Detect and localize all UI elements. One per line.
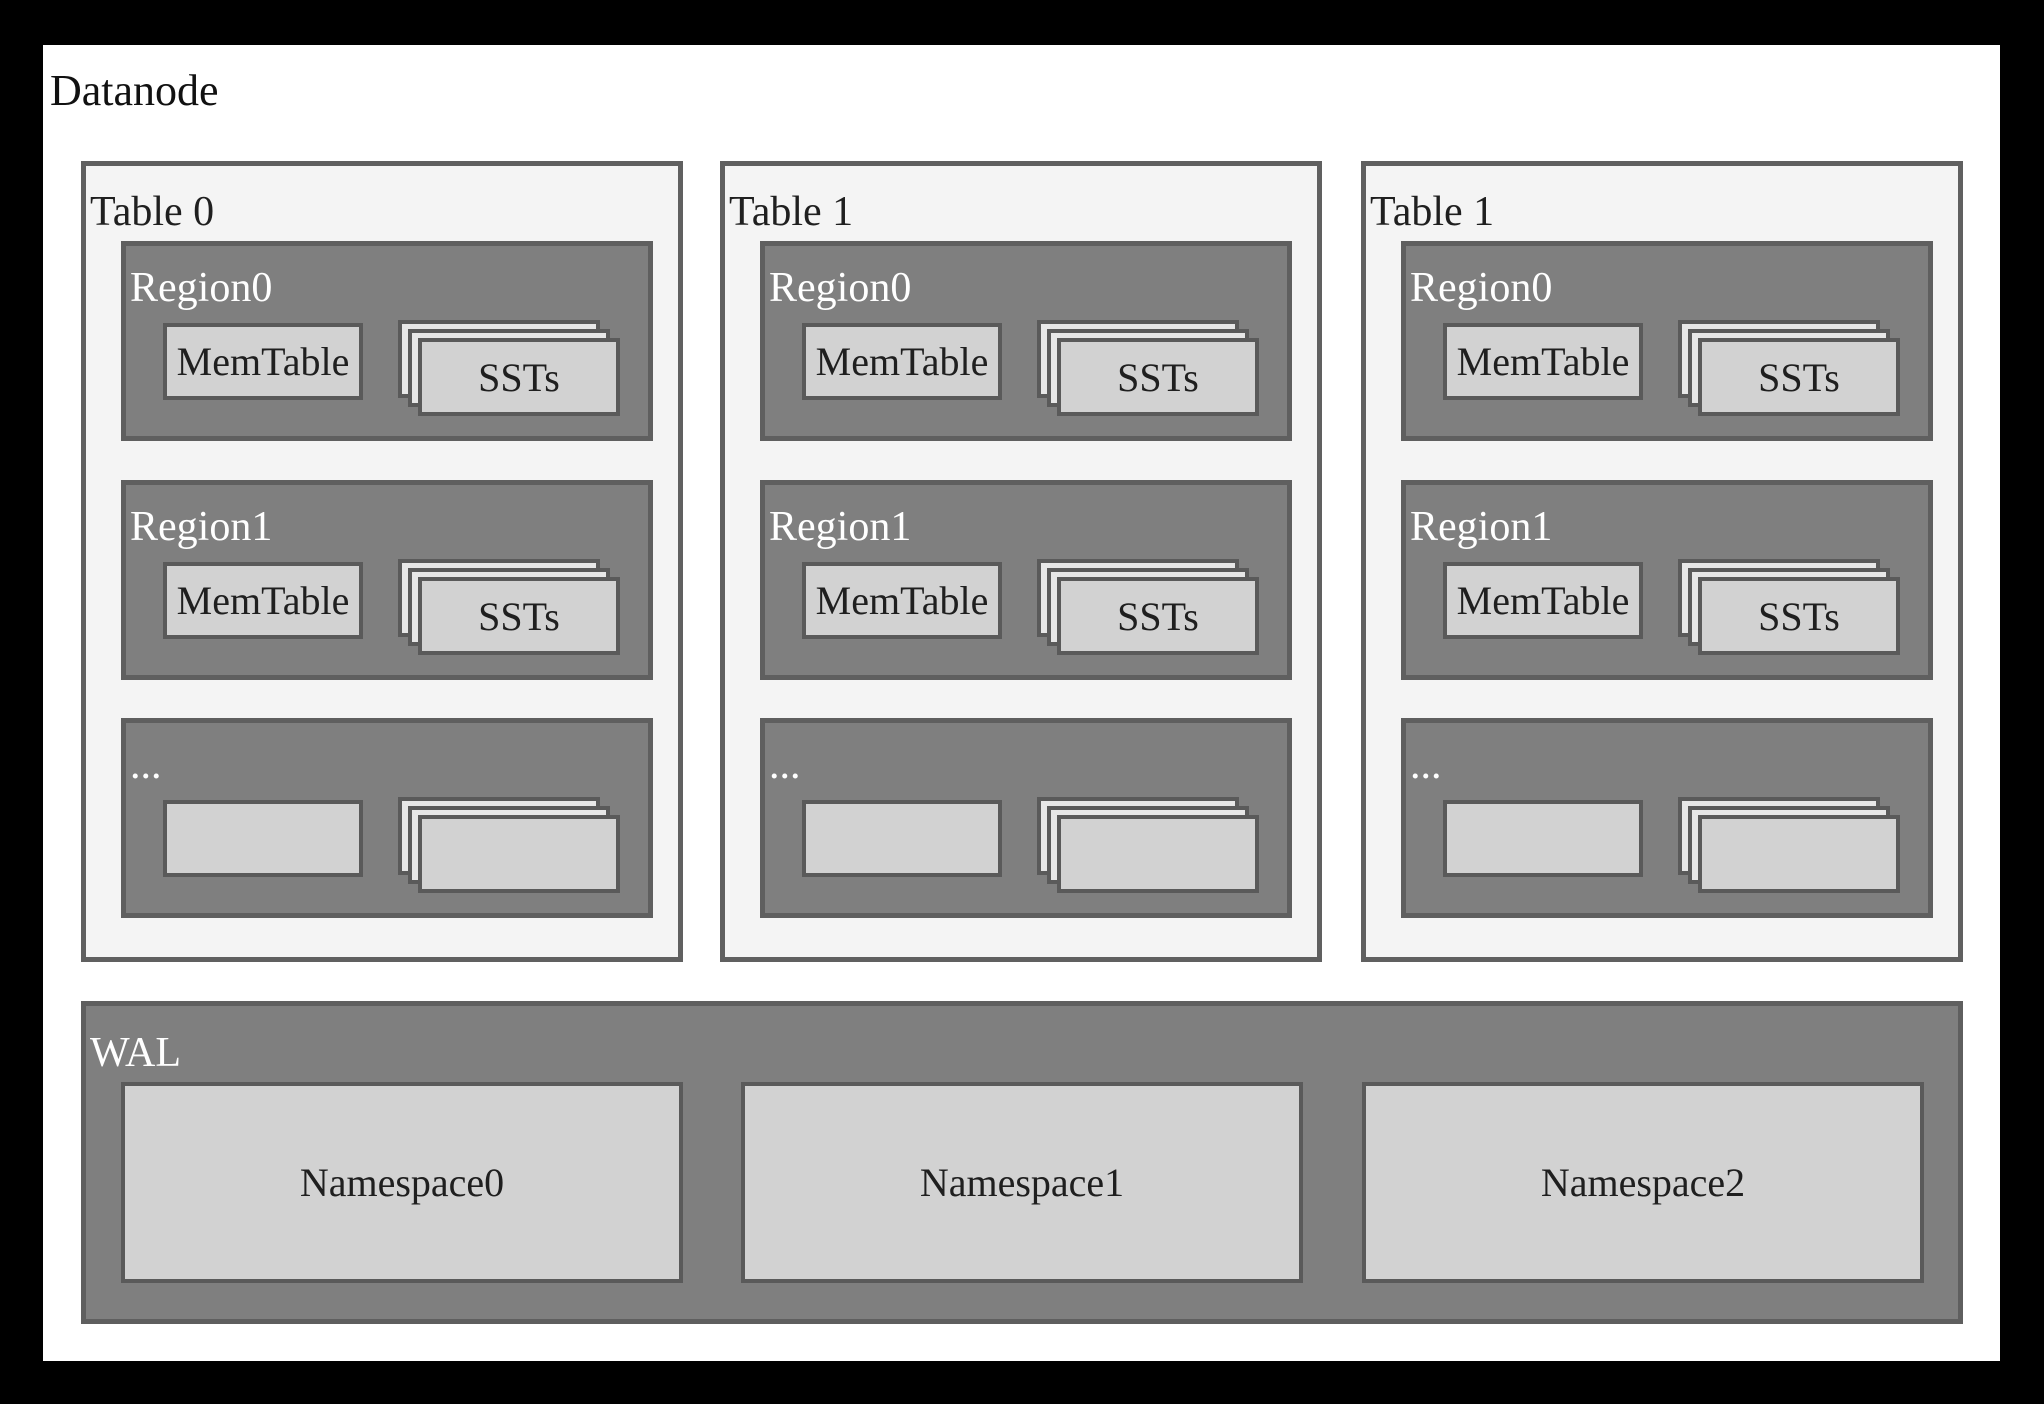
region-box-ellipsis: ...: [121, 718, 653, 918]
ssts-stack: SSTs: [1678, 559, 1900, 655]
ssts-box: SSTs: [1698, 338, 1900, 416]
namespace-box: Namespace2: [1362, 1082, 1924, 1283]
region-box-ellipsis: ...: [1401, 718, 1933, 918]
memtable-box: MemTable: [163, 323, 363, 400]
datanode-page: Datanode Table 0 Region0 MemTable SSTs R…: [43, 45, 2000, 1361]
region-box-ellipsis: ...: [760, 718, 1292, 918]
region-box: Region1 MemTable SSTs: [121, 480, 653, 680]
ssts-box: SSTs: [418, 338, 620, 416]
ssts-box: SSTs: [1057, 338, 1259, 416]
region-label: Region0: [130, 265, 273, 311]
ssts-box-empty: [1698, 815, 1900, 893]
region-box: Region0 MemTable SSTs: [1401, 241, 1933, 441]
region-label: Region1: [769, 504, 912, 550]
memtable-box-empty: [1443, 800, 1643, 877]
ssts-stack: [1678, 797, 1900, 893]
region-box: Region0 MemTable SSTs: [121, 241, 653, 441]
table-container-0: Table 0 Region0 MemTable SSTs Region1 Me…: [81, 161, 683, 962]
ssts-box-empty: [1057, 815, 1259, 893]
region-box: Region1 MemTable SSTs: [760, 480, 1292, 680]
memtable-box-empty: [802, 800, 1002, 877]
table-label: Table 1: [729, 189, 854, 235]
table-container-2: Table 1 Region0 MemTable SSTs Region1 Me…: [1361, 161, 1963, 962]
ssts-stack: SSTs: [398, 559, 620, 655]
memtable-box: MemTable: [802, 562, 1002, 639]
region-label: Region0: [1410, 265, 1553, 311]
namespace-box: Namespace0: [121, 1082, 683, 1283]
ssts-stack: [398, 797, 620, 893]
memtable-box-empty: [163, 800, 363, 877]
region-label: Region0: [769, 265, 912, 311]
memtable-box: MemTable: [163, 562, 363, 639]
ssts-box: SSTs: [1698, 577, 1900, 655]
ssts-stack: SSTs: [1037, 559, 1259, 655]
ssts-box: SSTs: [1057, 577, 1259, 655]
ssts-box-empty: [418, 815, 620, 893]
region-label: ...: [130, 742, 162, 788]
namespace-box: Namespace1: [741, 1082, 1303, 1283]
ssts-stack: SSTs: [1678, 320, 1900, 416]
region-label: ...: [769, 742, 801, 788]
memtable-box: MemTable: [1443, 323, 1643, 400]
wal-label: WAL: [90, 1030, 181, 1076]
ssts-box: SSTs: [418, 577, 620, 655]
datanode-title: Datanode: [50, 66, 219, 115]
table-label: Table 1: [1370, 189, 1495, 235]
memtable-box: MemTable: [802, 323, 1002, 400]
ssts-stack: [1037, 797, 1259, 893]
region-box: Region1 MemTable SSTs: [1401, 480, 1933, 680]
region-label: Region1: [1410, 504, 1553, 550]
table-label: Table 0: [90, 189, 215, 235]
memtable-box: MemTable: [1443, 562, 1643, 639]
region-box: Region0 MemTable SSTs: [760, 241, 1292, 441]
ssts-stack: SSTs: [1037, 320, 1259, 416]
region-label: ...: [1410, 742, 1442, 788]
ssts-stack: SSTs: [398, 320, 620, 416]
wal-container: WAL Namespace0 Namespace1 Namespace2: [81, 1001, 1963, 1324]
region-label: Region1: [130, 504, 273, 550]
table-container-1: Table 1 Region0 MemTable SSTs Region1 Me…: [720, 161, 1322, 962]
